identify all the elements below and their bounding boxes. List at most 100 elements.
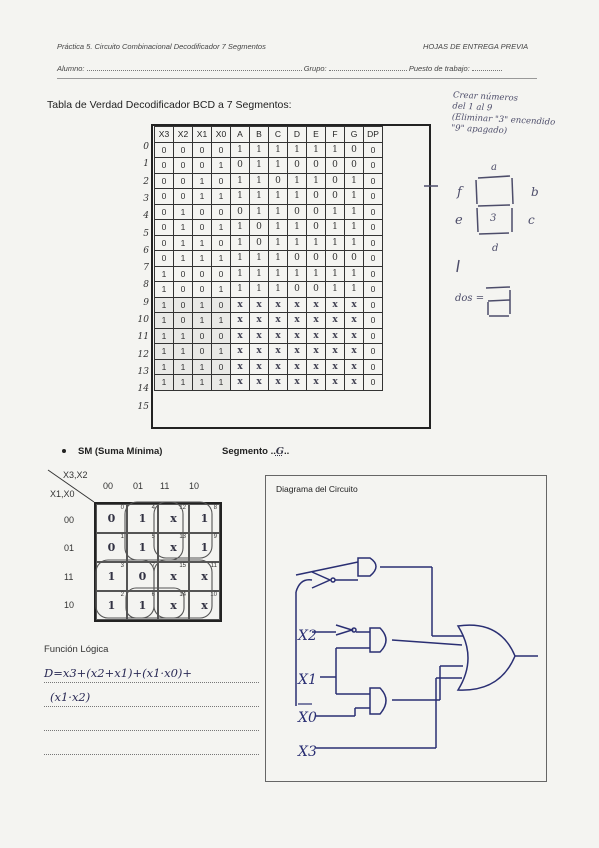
sm-title: SM (Suma Mínima) [78, 446, 163, 457]
truth-table-cell: 1 [154, 374, 174, 391]
truth-table-cell: 1 [154, 312, 174, 329]
answer-line[interactable] [44, 706, 259, 707]
alumno-field[interactable] [86, 63, 302, 71]
truth-table-header-cell: C [268, 126, 288, 143]
row-number-label: 8 [143, 280, 149, 291]
kmap-cell-index: 12 [179, 505, 186, 511]
kmap-cell-index: 3 [120, 563, 124, 569]
kmap-cell-value: 0 [138, 570, 147, 583]
kmap-cell-index: 0 [120, 505, 124, 511]
segment-label-text: Segmento [222, 446, 268, 457]
and-gate-2 [369, 627, 387, 653]
truth-table-cell: 1 [211, 343, 231, 360]
truth-table-cell: 0 [192, 343, 212, 360]
student-info-row: Alumno: Grupo: Puesto de trabajo: [57, 63, 502, 73]
not-gate-x2 [335, 624, 355, 636]
kmap-groupings [95, 501, 213, 619]
row-number-label: 10 [137, 315, 149, 325]
puesto-field[interactable] [471, 63, 502, 71]
seg-e-label: e [455, 213, 463, 228]
truth-table-cell: 1 [173, 358, 193, 375]
kmap-cell-value: x [201, 599, 208, 612]
truth-table-cell: 0 [363, 343, 383, 360]
input-x3-label: X3 [297, 744, 317, 760]
truth-table-cell: 0 [173, 312, 193, 329]
not-bubble-icon [351, 627, 357, 633]
kmap-corner-top: X3,X2 [63, 470, 88, 480]
row-number-label: 3 [143, 193, 149, 204]
wire [295, 579, 313, 593]
kmap-cell-index: 4 [151, 505, 155, 511]
truth-table-header-cell: B [249, 126, 269, 143]
kmap-cell-value: 0 [107, 541, 116, 554]
bullet-icon [62, 449, 66, 453]
truth-table-cell: 0 [363, 157, 383, 174]
truth-table-title: Tabla de Verdad Decodificador BCD a 7 Se… [47, 99, 292, 111]
kmap-cell-index: 2 [120, 592, 124, 598]
answer-line[interactable] [44, 730, 259, 731]
truth-table-cell: 1 [192, 358, 212, 375]
kmap-cell-value: 1 [107, 599, 116, 612]
row-number-label: 1 [143, 159, 149, 170]
kmap-cell-value: x [170, 512, 177, 525]
wire [391, 639, 463, 646]
kmap-cell-value: 1 [200, 512, 209, 525]
truth-table-header-cell: F [325, 126, 345, 143]
truth-table-header-cell: G [344, 126, 364, 143]
grupo-label: Grupo: [303, 64, 327, 73]
circuit-diagram-title: Diagrama del Circuito [276, 484, 358, 494]
row-number-label: 7 [143, 263, 149, 274]
kmap-col-label: 11 [160, 481, 170, 491]
kmap-corner [47, 469, 95, 503]
answer-line[interactable] [44, 754, 259, 755]
input-x1-label: X1 [297, 672, 317, 688]
wire [295, 561, 359, 576]
seg-f-label: f [456, 185, 464, 200]
truth-table-cell: 1 [154, 343, 174, 360]
header-divider [57, 78, 537, 79]
kmap-cell-index: 11 [210, 563, 217, 569]
kmap-cell-index: 10 [210, 592, 217, 598]
row-number-label: 12 [137, 349, 149, 360]
kmap-corner-left: X1,X0 [50, 489, 75, 499]
header-title: Práctica 5. Circuito Combinacional Decod… [57, 42, 266, 51]
and-gate-1 [357, 557, 377, 577]
header-right-title: HOJAS DE ENTREGA PREVIA [423, 42, 529, 51]
kmap-cell-value: 1 [138, 599, 147, 612]
row-number-label: 4 [143, 211, 149, 222]
truth-table-cell: 1 [192, 374, 212, 391]
row-number-label: 0 [143, 142, 149, 152]
funcion-line-2: (x1·x2) [50, 690, 91, 704]
kmap-cell-index: 9 [213, 534, 217, 540]
seg-d-label: d [492, 243, 498, 254]
kmap-cell-value: x [170, 570, 177, 583]
kmap-cell-index: 7 [151, 563, 155, 569]
truth-table-header-cell: X1 [192, 126, 212, 143]
grupo-field[interactable] [328, 63, 407, 71]
kmap-row-label: 10 [64, 600, 75, 610]
row-number-label: 2 [143, 176, 149, 187]
answer-line[interactable] [44, 682, 259, 683]
row-number-label: 5 [143, 228, 149, 239]
and-gate-3 [369, 687, 387, 715]
kmap-cell-value: 1 [200, 541, 209, 554]
input-x2-label: X2 [297, 628, 317, 644]
kmap-cell-value: 0 [107, 512, 116, 525]
kmap-col-label: 10 [189, 481, 200, 491]
